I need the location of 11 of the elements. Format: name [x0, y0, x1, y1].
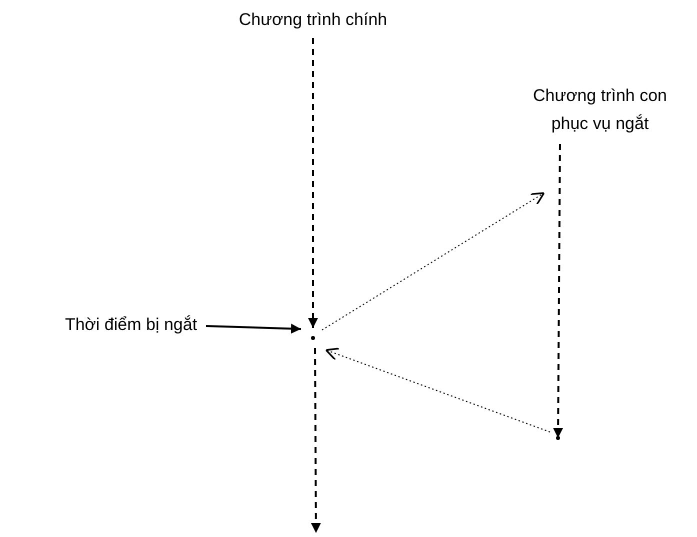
- interrupt-point-label: Thời điểm bị ngắt: [58, 311, 204, 339]
- program-label: Chương trình chính: [218, 6, 408, 34]
- arrow: [206, 324, 302, 334]
- point-marker: [311, 336, 315, 340]
- arrow: [553, 144, 564, 438]
- point-marker: [556, 436, 560, 440]
- arrow: [325, 348, 550, 432]
- arrow: [310, 348, 321, 533]
- arrow: [308, 38, 318, 328]
- arrow: [322, 192, 545, 330]
- program-label: Chương trình con phục vụ ngắt: [530, 82, 670, 138]
